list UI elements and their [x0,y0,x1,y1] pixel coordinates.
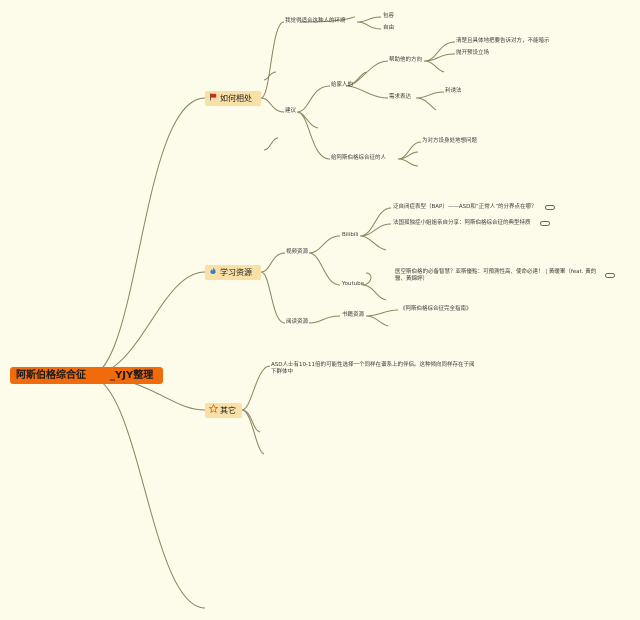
star-icon [208,403,218,418]
branch-other[interactable]: 其它 [205,403,242,418]
bilibili-node[interactable]: Bilibili [342,232,359,238]
direction-item-drop-assumptions[interactable]: 抛开预设立场 [456,50,490,56]
root-node[interactable]: 阿斯伯格综合征 _YJY整理 [10,367,163,384]
expression-item-incentive[interactable]: 利诱法 [445,88,462,94]
patient-node[interactable]: 给阿斯伯格综合征的人 [331,155,387,161]
environment-node[interactable]: 我觉得适合这种人的环境 [285,18,346,24]
other-note[interactable]: ASD人士有10-11倍的可能性选择一个同样在谱系上的伴侣。这种倾向同样存在于阅… [271,362,475,375]
book-item-guide[interactable]: 《阿斯伯格综合征完全指南》 [400,306,472,312]
more-icon[interactable]: … [540,221,550,227]
environment-item-tolerance[interactable]: 包容 [383,13,395,19]
reading-node[interactable]: 阅读资源 [286,319,309,325]
branch-other-label: 其它 [220,406,236,415]
branch-learn-label: 学习资源 [220,268,252,277]
environment-item-freedom[interactable]: 自由 [383,25,395,31]
expression-node[interactable]: 需求表达 [389,94,412,100]
bilibili-video-bap[interactable]: 泛自闭症表型（BAP）——ASD和“正常人”的分界点在哪？ [393,204,537,210]
patient-item-empathy[interactable]: 为对方设身处地想问题 [422,138,478,144]
branch-how-to-get-along[interactable]: 如何相处 [205,91,261,106]
root-author: _YJY整理 [110,370,154,381]
advice-node[interactable]: 建议 [285,108,297,114]
more-icon[interactable]: … [605,273,615,279]
root-title: 阿斯伯格综合征 [16,370,86,381]
more-icon[interactable]: … [545,205,555,211]
youtube-node[interactable]: Youtube [342,281,364,287]
branch-how-label: 如何相处 [220,94,252,103]
red-flag-icon [208,91,218,106]
branch-learning-resources[interactable]: 学习资源 [205,265,261,280]
fire-icon [208,265,218,280]
bilibili-video-traits[interactable]: 法国孤独症小姐姐亲自分享：阿斯伯格综合征的典型特质 [393,220,531,226]
direction-item-be-explicit[interactable]: 清楚且具体地把要告诉对方，不能暗示 [456,38,550,44]
direction-node[interactable]: 帮助他的方向 [389,57,423,63]
books-node[interactable]: 书籍资源 [342,312,365,318]
youtube-video-traits[interactable]: 医空斯伯格的必备智慧？亚斯優點：可預測性高、使命必達！ | 黃暖軍（feat. … [395,269,597,282]
video-node[interactable]: 视频资源 [286,249,309,255]
family-node[interactable]: 给家人的 [331,82,354,88]
